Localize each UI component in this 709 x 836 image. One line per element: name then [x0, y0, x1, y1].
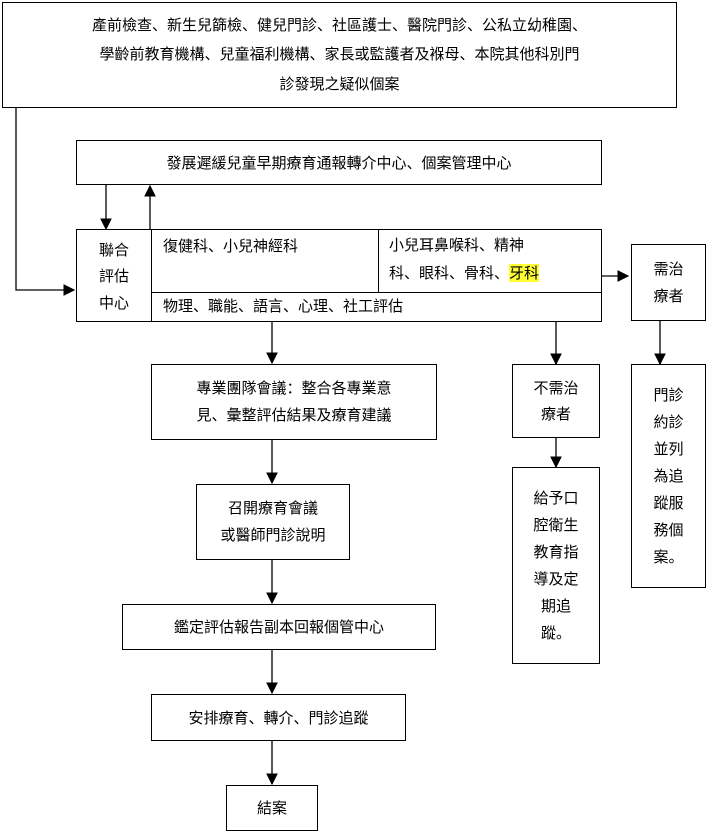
needs-treatment-box: 需治 療者	[631, 244, 706, 321]
rehab-text: 復健科、小兒神經科	[163, 237, 299, 255]
joint-assessment-center: 聯合 評估 中心 復健科、小兒神經科 小兒耳鼻喉科、精神 科、眼科、骨科、牙科 …	[76, 229, 602, 322]
referral-center-text: 發展遲緩兒童早期療育通報轉介中心、個案管理中心	[166, 153, 512, 172]
no-treatment-line-1: 不需治	[533, 378, 579, 397]
clinic-follow-box: 門診 約診 並列 為追 蹤服 務個 案。	[631, 364, 706, 588]
clinic-follow-line-4: 為追	[653, 466, 684, 485]
source-line-3: 診發現之疑似個案	[279, 74, 400, 93]
oral-health-line-5: 期追	[540, 596, 571, 615]
joint-divider-horizontal	[151, 292, 601, 293]
team-meeting-box: 專業團隊會議：整合各專業意 見、彙整評估結果及療育建議	[151, 364, 437, 440]
joint-label-1: 聯合	[98, 241, 129, 260]
joint-label-2: 評估	[98, 267, 129, 286]
joint-divider-mid	[378, 230, 379, 292]
close-case-box: 結案	[226, 785, 318, 831]
clinic-follow-line-7: 案。	[653, 547, 684, 566]
arrange-text: 安排療育、轉介、門診追蹤	[188, 708, 369, 727]
oral-health-line-3: 教育指	[533, 542, 579, 561]
close-case-text: 結案	[256, 799, 287, 817]
rehab-cell: 復健科、小兒神經科	[163, 234, 373, 262]
care-meeting-line-2: 或醫師門診說明	[220, 526, 326, 544]
needs-treatment-line-2: 療者	[653, 286, 684, 305]
clinic-follow-line-3: 並列	[653, 439, 684, 458]
referral-center-box: 發展遲緩兒童早期療育通報轉介中心、個案管理中心	[76, 140, 602, 185]
specialties-line-2: 科、眼科、骨科、	[389, 263, 510, 282]
joint-label-3: 中心	[98, 293, 129, 312]
oral-health-line-4: 導及定	[533, 569, 579, 588]
clinic-follow-line-5: 蹤服	[653, 493, 684, 512]
oral-health-line-2: 腔衛生	[533, 515, 579, 534]
clinic-follow-line-6: 務個	[653, 520, 684, 539]
source-line-2: 學齡前教育機構、兒童福利機構、家長或監護者及褓母、本院其他科別門	[99, 45, 580, 64]
source-box: 產前檢查、新生兒篩檢、健兒門診、社區護士、醫院門診、公私立幼稚園、 學齡前教育機…	[2, 2, 677, 108]
joint-center-label: 聯合 評估 中心	[77, 230, 151, 323]
specialties-cell: 小兒耳鼻喉科、精神 科、眼科、骨科、牙科	[389, 232, 601, 290]
oral-health-box: 給予口 腔衛生 教育指 導及定 期追 蹤。	[512, 467, 600, 664]
dentistry-highlight: 牙科	[509, 263, 540, 282]
clinic-follow-line-1: 門診	[653, 385, 684, 404]
specialties-line-1: 小兒耳鼻喉科、精神	[389, 236, 525, 254]
no-treatment-line-2: 療者	[540, 405, 571, 423]
assessments-text: 物理、職能、語言、心理、社工評估	[163, 297, 404, 315]
report-box: 鑑定評估報告副本回報個管中心	[122, 604, 436, 650]
joint-divider-left	[151, 230, 152, 321]
care-meeting-box: 召開療育會議 或醫師門診說明	[196, 484, 350, 560]
oral-health-line-6: 蹤。	[540, 623, 571, 642]
report-text: 鑑定評估報告副本回報個管中心	[173, 618, 384, 636]
team-meeting-line-2: 見、彙整評估結果及療育建議	[196, 406, 392, 424]
no-treatment-box: 不需治 療者	[512, 364, 600, 438]
arrange-box: 安排療育、轉介、門診追蹤	[151, 694, 406, 741]
assessments-cell: 物理、職能、語言、心理、社工評估	[163, 294, 593, 320]
care-meeting-line-1: 召開療育會議	[227, 499, 318, 517]
arrow-source-to-joint	[15, 108, 76, 296]
team-meeting-line-1: 專業團隊會議：整合各專業意	[196, 379, 392, 397]
needs-treatment-line-1: 需治	[653, 260, 684, 279]
oral-health-line-1: 給予口	[533, 488, 579, 507]
clinic-follow-line-2: 約診	[653, 412, 684, 431]
source-line-1: 產前檢查、新生兒篩檢、健兒門診、社區護士、醫院門診、公私立幼稚園、	[91, 16, 587, 35]
